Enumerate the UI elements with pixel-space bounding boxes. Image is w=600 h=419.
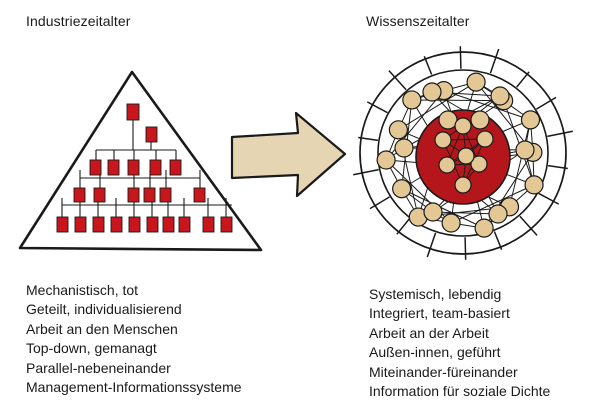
network-node (392, 179, 412, 199)
org-box (73, 187, 86, 203)
org-box (145, 126, 158, 143)
network-node (454, 117, 472, 135)
network-node (457, 147, 475, 165)
org-box (128, 216, 141, 233)
network-node (476, 130, 494, 148)
knowledge-age-list: Systemisch, lebendig Integriert, team-ba… (369, 285, 550, 401)
knowledge-age-title: Wissenszeitalter (366, 13, 470, 29)
org-box (107, 159, 120, 176)
org-box (146, 216, 159, 233)
network-node (438, 156, 456, 174)
org-box (127, 159, 140, 176)
network-node (490, 86, 510, 106)
list-item: Management-Informationssysteme (26, 379, 242, 396)
network-node (434, 131, 452, 149)
list-item: Mechanistisch, tot (26, 282, 139, 298)
list-item: Information für soziale Dichte (369, 383, 551, 400)
org-box (178, 216, 191, 233)
list-item: Arbeit an den Menschen (26, 320, 178, 337)
diagram-canvas (18, 46, 573, 260)
org-box (162, 216, 175, 233)
list-item: Außen-innen, geführt (369, 344, 501, 361)
network-node (441, 213, 461, 233)
org-box (89, 159, 102, 176)
org-box (93, 187, 106, 203)
network-node (474, 218, 494, 238)
list-item: Parallel-nebeneinander (26, 359, 171, 376)
network-node (376, 150, 396, 170)
network-node (515, 140, 535, 160)
network-node (438, 110, 458, 130)
network-node (524, 175, 544, 195)
network-node (402, 90, 422, 110)
list-item: Top-down, gemanagt (26, 340, 157, 357)
org-box (92, 216, 105, 233)
list-item: Systemisch, lebendig (369, 286, 502, 302)
org-box (193, 187, 206, 203)
list-item: Miteinander-füreinander (369, 363, 518, 380)
org-box (220, 216, 233, 233)
network-node (388, 120, 408, 140)
right-arrow-icon (230, 111, 347, 198)
network-node (520, 110, 541, 130)
network-node (394, 138, 414, 158)
org-box (149, 159, 162, 176)
network-node (423, 202, 443, 222)
org-box (159, 187, 172, 203)
org-box (127, 187, 140, 203)
list-item: Arbeit an der Arbeit (369, 324, 489, 341)
org-box (56, 216, 69, 233)
org-box (126, 103, 140, 121)
industrial-age-list: Mechanistisch, tot Geteilt, individualis… (26, 281, 242, 397)
list-item: Integriert, team-basiert (369, 305, 510, 322)
industrial-age-title: Industriezeitalter (26, 13, 131, 29)
list-item: Geteilt, individualisierend (26, 301, 182, 318)
network-sphere-icon (353, 46, 573, 260)
org-box (202, 216, 215, 233)
network-node (422, 82, 442, 102)
network-node (466, 72, 486, 92)
org-box (143, 187, 156, 203)
network-node (470, 155, 488, 173)
pyramid-org-chart-icon (18, 70, 263, 252)
network-node (470, 110, 490, 130)
network-node (488, 204, 508, 224)
org-box (74, 216, 87, 233)
org-box (110, 216, 123, 233)
org-box (169, 159, 182, 176)
network-node (454, 176, 472, 194)
